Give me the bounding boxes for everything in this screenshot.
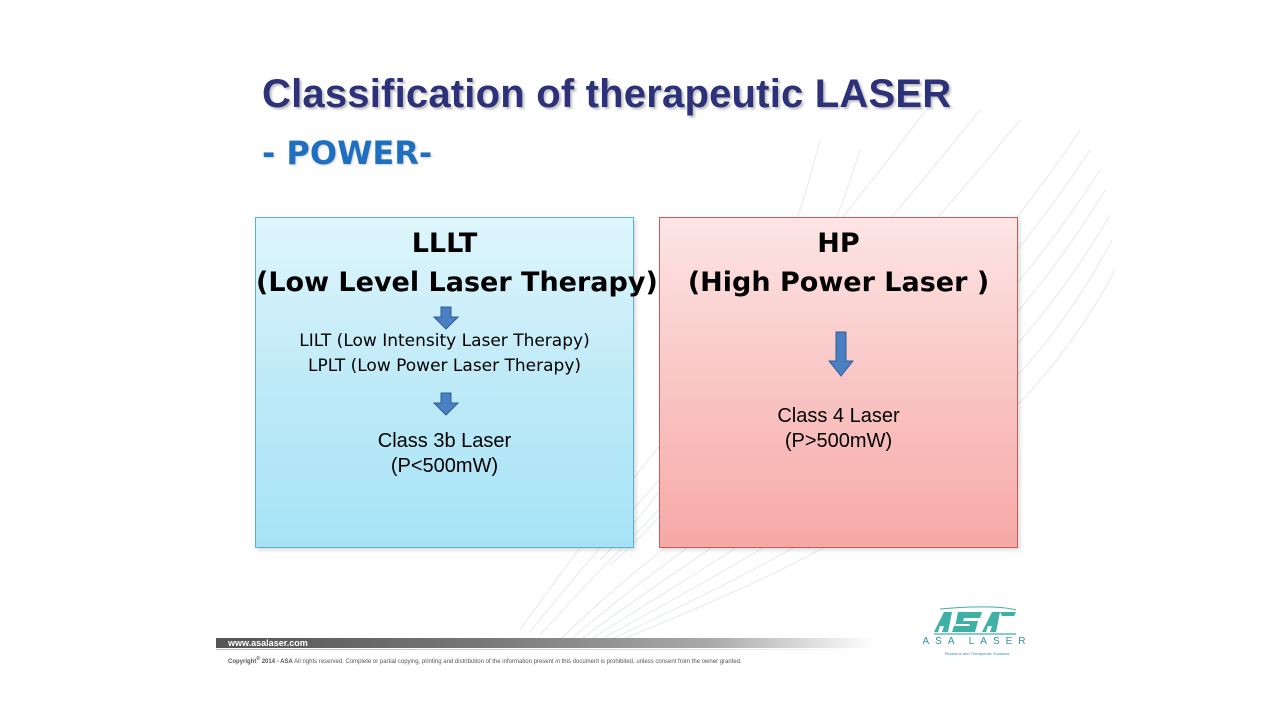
- copyright-year: 2014 - ASA: [260, 659, 293, 665]
- copyright-prefix: Copyright: [228, 659, 257, 665]
- slide-subtitle: - POWER-: [262, 134, 433, 172]
- slide-title: Classification of therapeutic LASER: [262, 72, 952, 116]
- copyright-notice: Copyright® 2014 - ASA All rights reserve…: [228, 656, 742, 665]
- lilt-alias: LILT (Low Intensity Laser Therapy): [299, 331, 590, 351]
- asa-logo-icon: [934, 606, 1017, 635]
- lllt-box: LLLT (Low Level Laser Therapy) LILT (Low…: [255, 217, 658, 548]
- hp-box: HP (High Power Laser ) Class 4 Laser (P>…: [659, 217, 1018, 548]
- hp-heading: HP: [817, 228, 860, 259]
- logo-tagline: Research and Therapeutic Solutions: [944, 651, 1010, 656]
- down-arrow-icon: [433, 392, 459, 416]
- registered-mark: ®: [256, 656, 261, 662]
- class-4-label: Class 4 Laser: [777, 405, 900, 427]
- copyright-text: All rights reserved. Complete or partial…: [292, 659, 742, 665]
- class-3b-label: Class 3b Laser: [377, 430, 512, 452]
- class-4-power: (P>500mW): [784, 430, 893, 452]
- down-arrow-icon: [433, 306, 459, 330]
- lllt-heading: LLLT: [411, 228, 478, 259]
- footer-divider: [216, 649, 876, 650]
- footer-url: www.asalaser.com: [228, 638, 308, 648]
- hp-heading-full: (High Power Laser ): [687, 267, 990, 298]
- lllt-heading-full: (Low Level Laser Therapy): [256, 267, 658, 298]
- logo-wordmark: ASA LASER: [922, 636, 1032, 647]
- class-3b-power: (P<500mW): [390, 455, 499, 477]
- down-arrow-icon: [828, 331, 854, 377]
- lplt-alias: LPLT (Low Power Laser Therapy): [307, 356, 582, 376]
- footer-bar: [216, 638, 876, 648]
